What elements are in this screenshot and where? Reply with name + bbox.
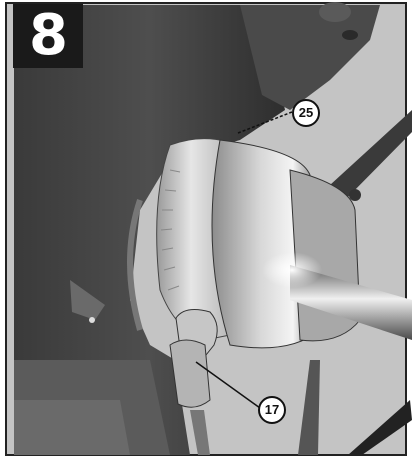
step-number-badge: 8 <box>13 4 83 68</box>
callout-17: 17 <box>258 396 286 424</box>
callout-25: 25 <box>292 99 320 127</box>
